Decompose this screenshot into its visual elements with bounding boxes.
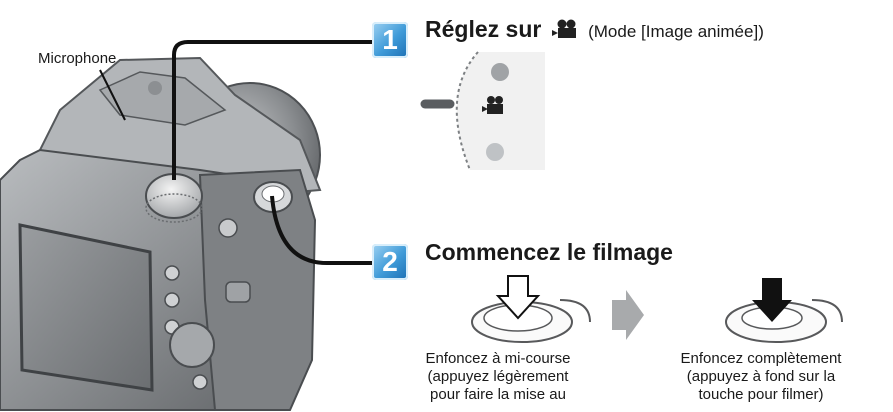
- leader-line-step2: [270, 195, 372, 266]
- mode-dial: [145, 173, 203, 219]
- half-press-arrow: [495, 275, 541, 320]
- step-1-badge: 1: [372, 22, 408, 58]
- back-button: [164, 292, 180, 308]
- leader-line-step1: [172, 40, 372, 180]
- back-button: [164, 265, 180, 281]
- movie-camera-icon: [551, 19, 576, 38]
- microphone-label: Microphone: [38, 50, 117, 67]
- full-press-illustration: [725, 278, 843, 343]
- step-2-badge: 2: [372, 244, 408, 280]
- control-wheel: [169, 322, 215, 368]
- step-1-mode-note: (Mode [Image animée]): [588, 22, 764, 41]
- step-1-title-prefix: Réglez sur: [425, 16, 542, 42]
- half-press-illustration: [471, 275, 591, 343]
- half-press-caption: Enfoncez à mi-course (appuyez légèrement…: [425, 350, 571, 403]
- mic-leader-line: [99, 69, 126, 121]
- next-arrow-icon: [612, 290, 644, 340]
- back-button: [192, 374, 208, 390]
- flash-hump: [98, 71, 227, 126]
- step-1-title: Réglez sur (Mode [Image animée]): [425, 16, 764, 43]
- strap-lug: [225, 281, 251, 303]
- microphone-icon: [148, 81, 162, 95]
- step-2-title: Commencez le filmage: [425, 239, 673, 265]
- full-press-arrow: [752, 278, 792, 322]
- lcd-screen: [18, 223, 154, 392]
- full-press-caption: Enfoncez complètement (appuyez à fond su…: [680, 350, 842, 403]
- mode-icon-scene: [486, 143, 504, 161]
- mode-icon-ia: [491, 63, 509, 81]
- dial-movie-icon: [482, 96, 503, 114]
- zoom-knob: [218, 218, 238, 238]
